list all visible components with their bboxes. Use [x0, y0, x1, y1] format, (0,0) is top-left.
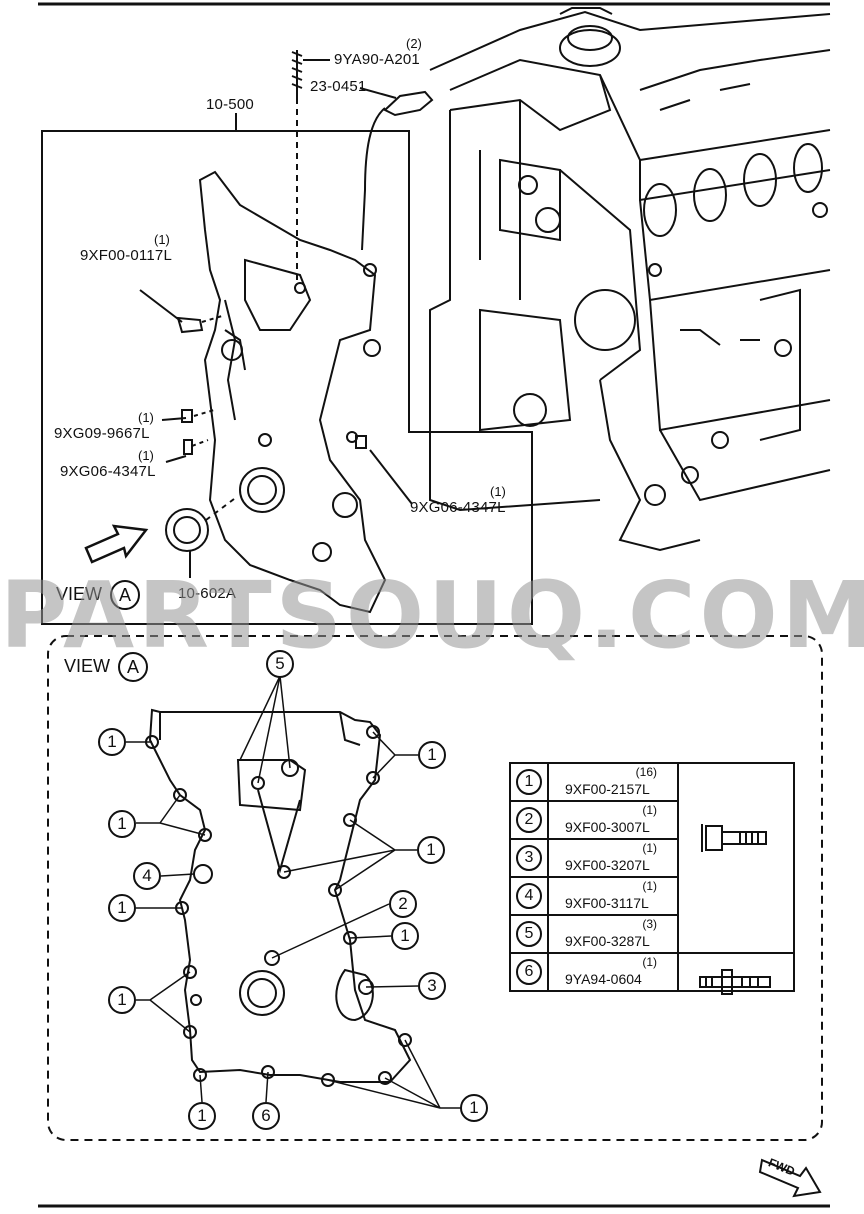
table-row-part: 9XF00-3287L	[565, 933, 650, 949]
table-row-index: 2	[516, 807, 542, 833]
table-row: 4 (1) 9XF00-3117L	[509, 876, 794, 916]
view-reference-letter: A	[110, 580, 140, 610]
marker-3: 3	[418, 972, 446, 1000]
marker-2: 2	[389, 890, 417, 918]
upper-fasteners	[139, 289, 413, 578]
table-row-index: 5	[516, 921, 542, 947]
view-a-leaders	[126, 675, 462, 1109]
table-row: 1 (16) 9XF00-2157L	[509, 762, 795, 954]
marker-1-f: 1	[391, 922, 419, 950]
bolt-top-part-number: 9XF00-0117L	[80, 247, 172, 264]
pin-right-part-number: 9XG06-4347L	[410, 499, 506, 516]
table-row-part: 9XF00-2157L	[565, 781, 650, 797]
marker-1-g: 1	[108, 986, 136, 1014]
bolt-top-qty: (1)	[154, 232, 170, 247]
marker-1-c: 1	[108, 810, 136, 838]
table-row-qty: (3)	[642, 917, 657, 931]
bolt-mid-qty: (1)	[138, 410, 154, 425]
table-row-index: 1	[516, 769, 542, 795]
view-a-title-label: VIEW	[64, 656, 111, 676]
engine-block	[429, 7, 831, 552]
table-row-part: 9XF00-3007L	[565, 819, 650, 835]
table-row-qty: (1)	[642, 879, 657, 893]
pin-left-part-number: 9XG06-4347L	[60, 463, 156, 480]
marker-1-a: 1	[98, 728, 126, 756]
table-row-qty: (1)	[642, 803, 657, 817]
table-row: 2 (1) 9XF00-3007L	[509, 800, 794, 840]
table-row-index: 6	[516, 959, 542, 985]
marker-1-b: 1	[418, 741, 446, 769]
table-row-part: 9XF00-3117L	[565, 895, 649, 911]
seal-part-number: 10-602A	[178, 585, 237, 602]
fwd-arrow-icon	[758, 1158, 822, 1198]
table-row-qty: (16)	[635, 765, 657, 779]
table-row-qty: (1)	[642, 841, 657, 855]
parts-table: 1 (16) 9XF00-2157L 2 (1) 9XF00-3007L 3 (1)…	[509, 762, 795, 992]
watermark: PARTSOUQ.COM	[0, 562, 864, 669]
marker-6: 6	[252, 1102, 280, 1130]
marker-1-i: 1	[460, 1094, 488, 1122]
marker-1-e: 1	[108, 894, 136, 922]
stud-and-sensor	[291, 50, 434, 285]
table-row: 3 (1) 9XF00-3207L	[509, 838, 794, 878]
bolt-mid-part-number: 9XG09-9667L	[54, 425, 150, 442]
pin-right-qty: (1)	[490, 484, 506, 499]
bolt-image-cell	[677, 762, 795, 954]
table-row-index: 3	[516, 845, 542, 871]
view-a-box	[47, 635, 823, 1141]
marker-1-d: 1	[417, 836, 445, 864]
assembly-part-number: 10-500	[206, 96, 254, 113]
stud-image-cell	[677, 952, 795, 992]
sensor-part-number: 23-0451	[310, 78, 367, 95]
table-row-qty: (1)	[642, 955, 657, 969]
table-row: 5 (3) 9XF00-3287L	[509, 914, 794, 954]
front-cover-upper	[198, 170, 387, 614]
marker-1-h: 1	[188, 1102, 216, 1130]
table-row: 6 (1)9YA94-0604	[509, 952, 795, 992]
pin-left-qty: (1)	[138, 448, 154, 463]
table-row-part: 9YA94-0604	[565, 971, 642, 987]
view-reference-label: VIEW	[56, 584, 103, 604]
assembly-box	[41, 130, 533, 625]
stud-part-number: 9YA90-A201	[334, 51, 420, 68]
stud-qty: (2)	[406, 36, 422, 51]
marker-5: 5	[266, 650, 294, 678]
view-a-title-letter: A	[118, 652, 148, 682]
table-row-index: 4	[516, 883, 542, 909]
front-cover-view-a	[145, 708, 412, 1087]
view-arrow-icon	[84, 524, 149, 564]
marker-4: 4	[133, 862, 161, 890]
table-row-part: 9XF00-3207L	[565, 857, 650, 873]
